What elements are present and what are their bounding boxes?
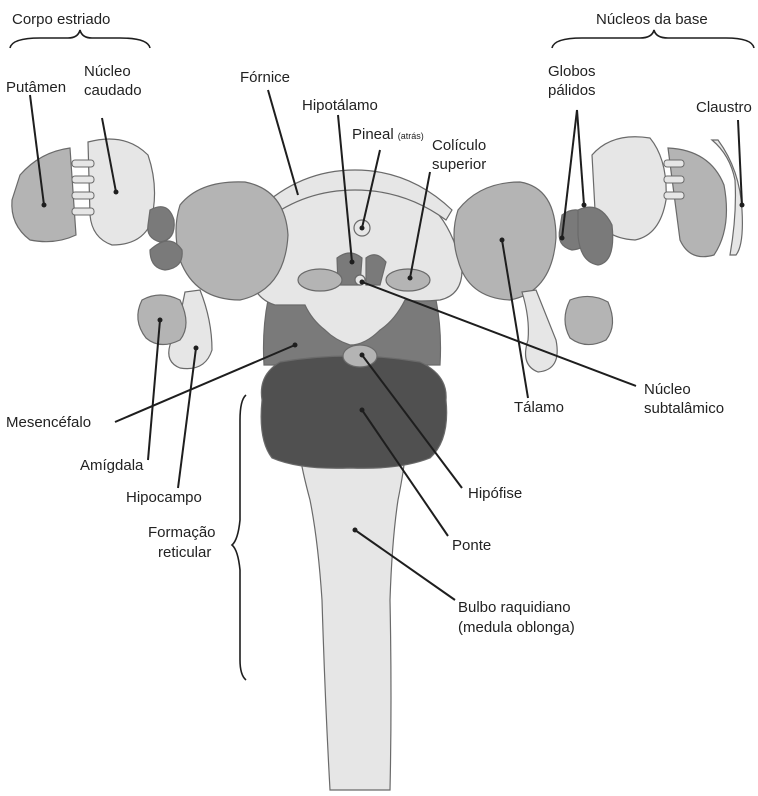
coliculo-label-1: Colículo — [432, 137, 486, 154]
fornice-label: Fórnice — [240, 69, 290, 86]
nucleos-da-base-brace — [552, 30, 754, 48]
thalamus-right-shape — [454, 182, 556, 300]
globus-left-2-shape — [150, 241, 182, 270]
corpo-estriado-label: Corpo estriado — [12, 11, 110, 28]
globus-left-shape — [148, 207, 174, 242]
nucleo-subtalamico-label-1: Núcleo — [644, 381, 691, 398]
pons-shape — [261, 356, 447, 468]
globos-label-1: Globos — [548, 63, 596, 80]
amigdala-label: Amígdala — [80, 457, 144, 474]
bulbo-label-2: (medula oblonga) — [458, 619, 575, 636]
amygdala-right-shape — [565, 296, 613, 344]
pineal-note: (atrás) — [398, 131, 424, 141]
thalamus-left-shape — [176, 182, 288, 300]
claustro-label: Claustro — [696, 99, 752, 116]
nucleo-caudado-label-2: caudado — [84, 82, 142, 99]
putamen-label: Putâmen — [6, 79, 66, 96]
formacao-label-1: Formação — [148, 524, 216, 541]
nucleos-da-base-label: Núcleos da base — [596, 11, 708, 28]
hipocampo-label: Hipocampo — [126, 489, 202, 506]
colliculus-right-shape — [386, 269, 430, 291]
hipofise-label: Hipófise — [468, 485, 522, 502]
striatal-bridges-right — [664, 160, 684, 199]
talamo-label: Tálamo — [514, 399, 564, 416]
hipotalamo-label: Hipotálamo — [302, 97, 378, 114]
medulla-shape — [300, 455, 405, 790]
putamen-left-shape — [12, 148, 76, 242]
pineal-text: Pineal — [352, 126, 394, 143]
globos-label-2: pálidos — [548, 82, 596, 99]
caudate-left-shape — [88, 139, 155, 245]
pineal-label: Pineal (atrás) — [352, 126, 424, 143]
nucleo-caudado-label-1: Núcleo — [84, 63, 131, 80]
nucleo-subtalamico-label-2: subtalâmico — [644, 400, 724, 417]
formacao-label-2: reticular — [158, 544, 211, 561]
formacao-reticular-brace — [232, 395, 246, 680]
fornice-leader — [268, 90, 298, 195]
mesencefalo-label: Mesencéfalo — [6, 414, 91, 431]
corpo-estriado-brace — [10, 30, 150, 48]
ponte-label: Ponte — [452, 537, 491, 554]
bulbo-label-1: Bulbo raquidiano — [458, 599, 571, 616]
coliculo-label-2: superior — [432, 156, 486, 173]
globos-leader-2 — [577, 110, 584, 205]
hippocampus-right-shape — [522, 290, 557, 372]
colliculus-left-shape — [298, 269, 342, 291]
